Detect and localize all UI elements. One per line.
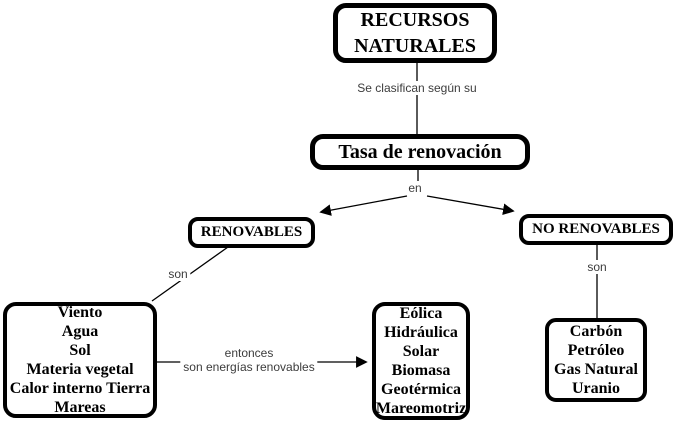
node-no-renovables: NO RENOVABLES: [519, 214, 673, 245]
link-label-entonces: entonces son energías renovables: [180, 346, 318, 374]
node-tasa-de-renovacion: Tasa de renovación: [310, 134, 530, 170]
connector-en-to-no-renovables: [426, 195, 515, 216]
link-label-en: en: [405, 181, 425, 195]
node-recursos-naturales: RECURSOS NATURALES: [333, 3, 497, 63]
link-label-se-clasifican: Se clasifican según su: [354, 81, 480, 95]
node-recursos-renovables-list: Viento Agua Sol Materia vegetal Calor in…: [3, 302, 157, 418]
link-label-son-right: son: [584, 260, 610, 274]
node-recursos-no-renovables-list: Carbón Petróleo Gas Natural Uranio: [545, 318, 647, 402]
link-label-son-left: son: [165, 267, 191, 281]
node-renovables: RENOVABLES: [188, 217, 315, 248]
connector-en-to-renovables: [319, 195, 408, 216]
node-energias-renovables-list: Eólica Hidráulica Solar Biomasa Geotérmi…: [372, 302, 470, 420]
